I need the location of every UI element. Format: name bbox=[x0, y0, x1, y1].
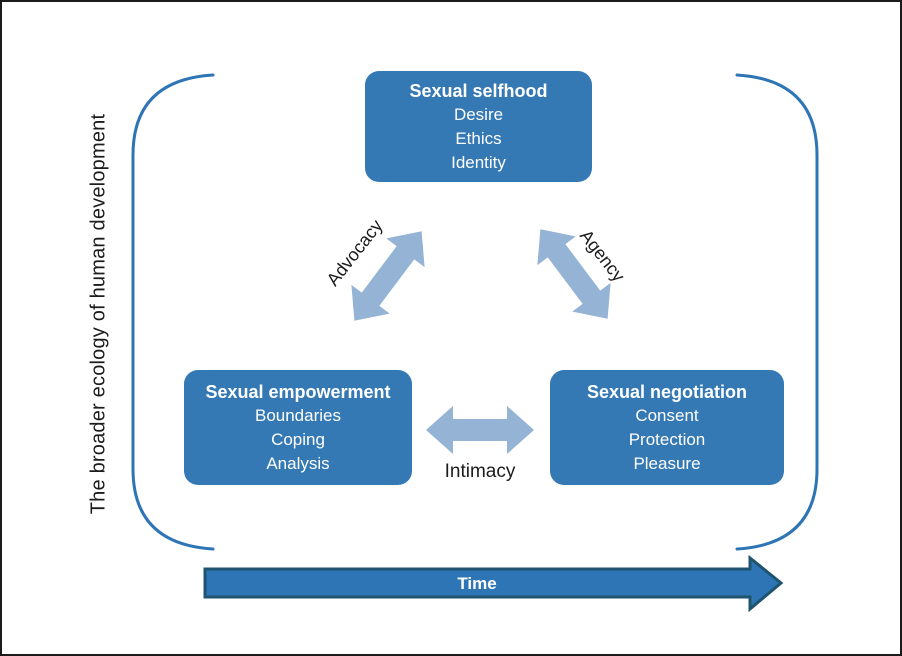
agency-arrow bbox=[537, 229, 611, 319]
time-label: Time bbox=[457, 574, 497, 593]
intimacy-label: Intimacy bbox=[444, 461, 516, 482]
box-title: Sexual selfhood bbox=[409, 80, 548, 101]
box-item: Desire bbox=[453, 104, 504, 124]
box-item: Ethics bbox=[455, 128, 502, 148]
box-sexual-selfhood: Sexual selfhood Desire Ethics Identity bbox=[365, 71, 592, 182]
advocacy-arrow bbox=[351, 231, 425, 321]
side-axis-label: The broader ecology of human development bbox=[87, 113, 110, 515]
left-bracket bbox=[131, 73, 215, 551]
box-sexual-empowerment: Sexual empowerment Boundaries Coping Ana… bbox=[184, 370, 412, 485]
box-item: Coping bbox=[271, 429, 325, 449]
box-item: Identity bbox=[451, 152, 506, 172]
box-title: Sexual negotiation bbox=[586, 381, 748, 402]
box-item: Pleasure bbox=[633, 453, 701, 473]
box-item: Protection bbox=[628, 429, 706, 449]
box-title: Sexual empowerment bbox=[205, 381, 391, 402]
box-item: Analysis bbox=[266, 453, 330, 473]
right-bracket bbox=[735, 73, 819, 551]
box-sexual-negotiation: Sexual negotiation Consent Protection Pl… bbox=[550, 370, 784, 485]
box-item: Boundaries bbox=[254, 405, 341, 425]
time-arrow bbox=[203, 554, 784, 613]
box-item: Consent bbox=[635, 405, 699, 425]
